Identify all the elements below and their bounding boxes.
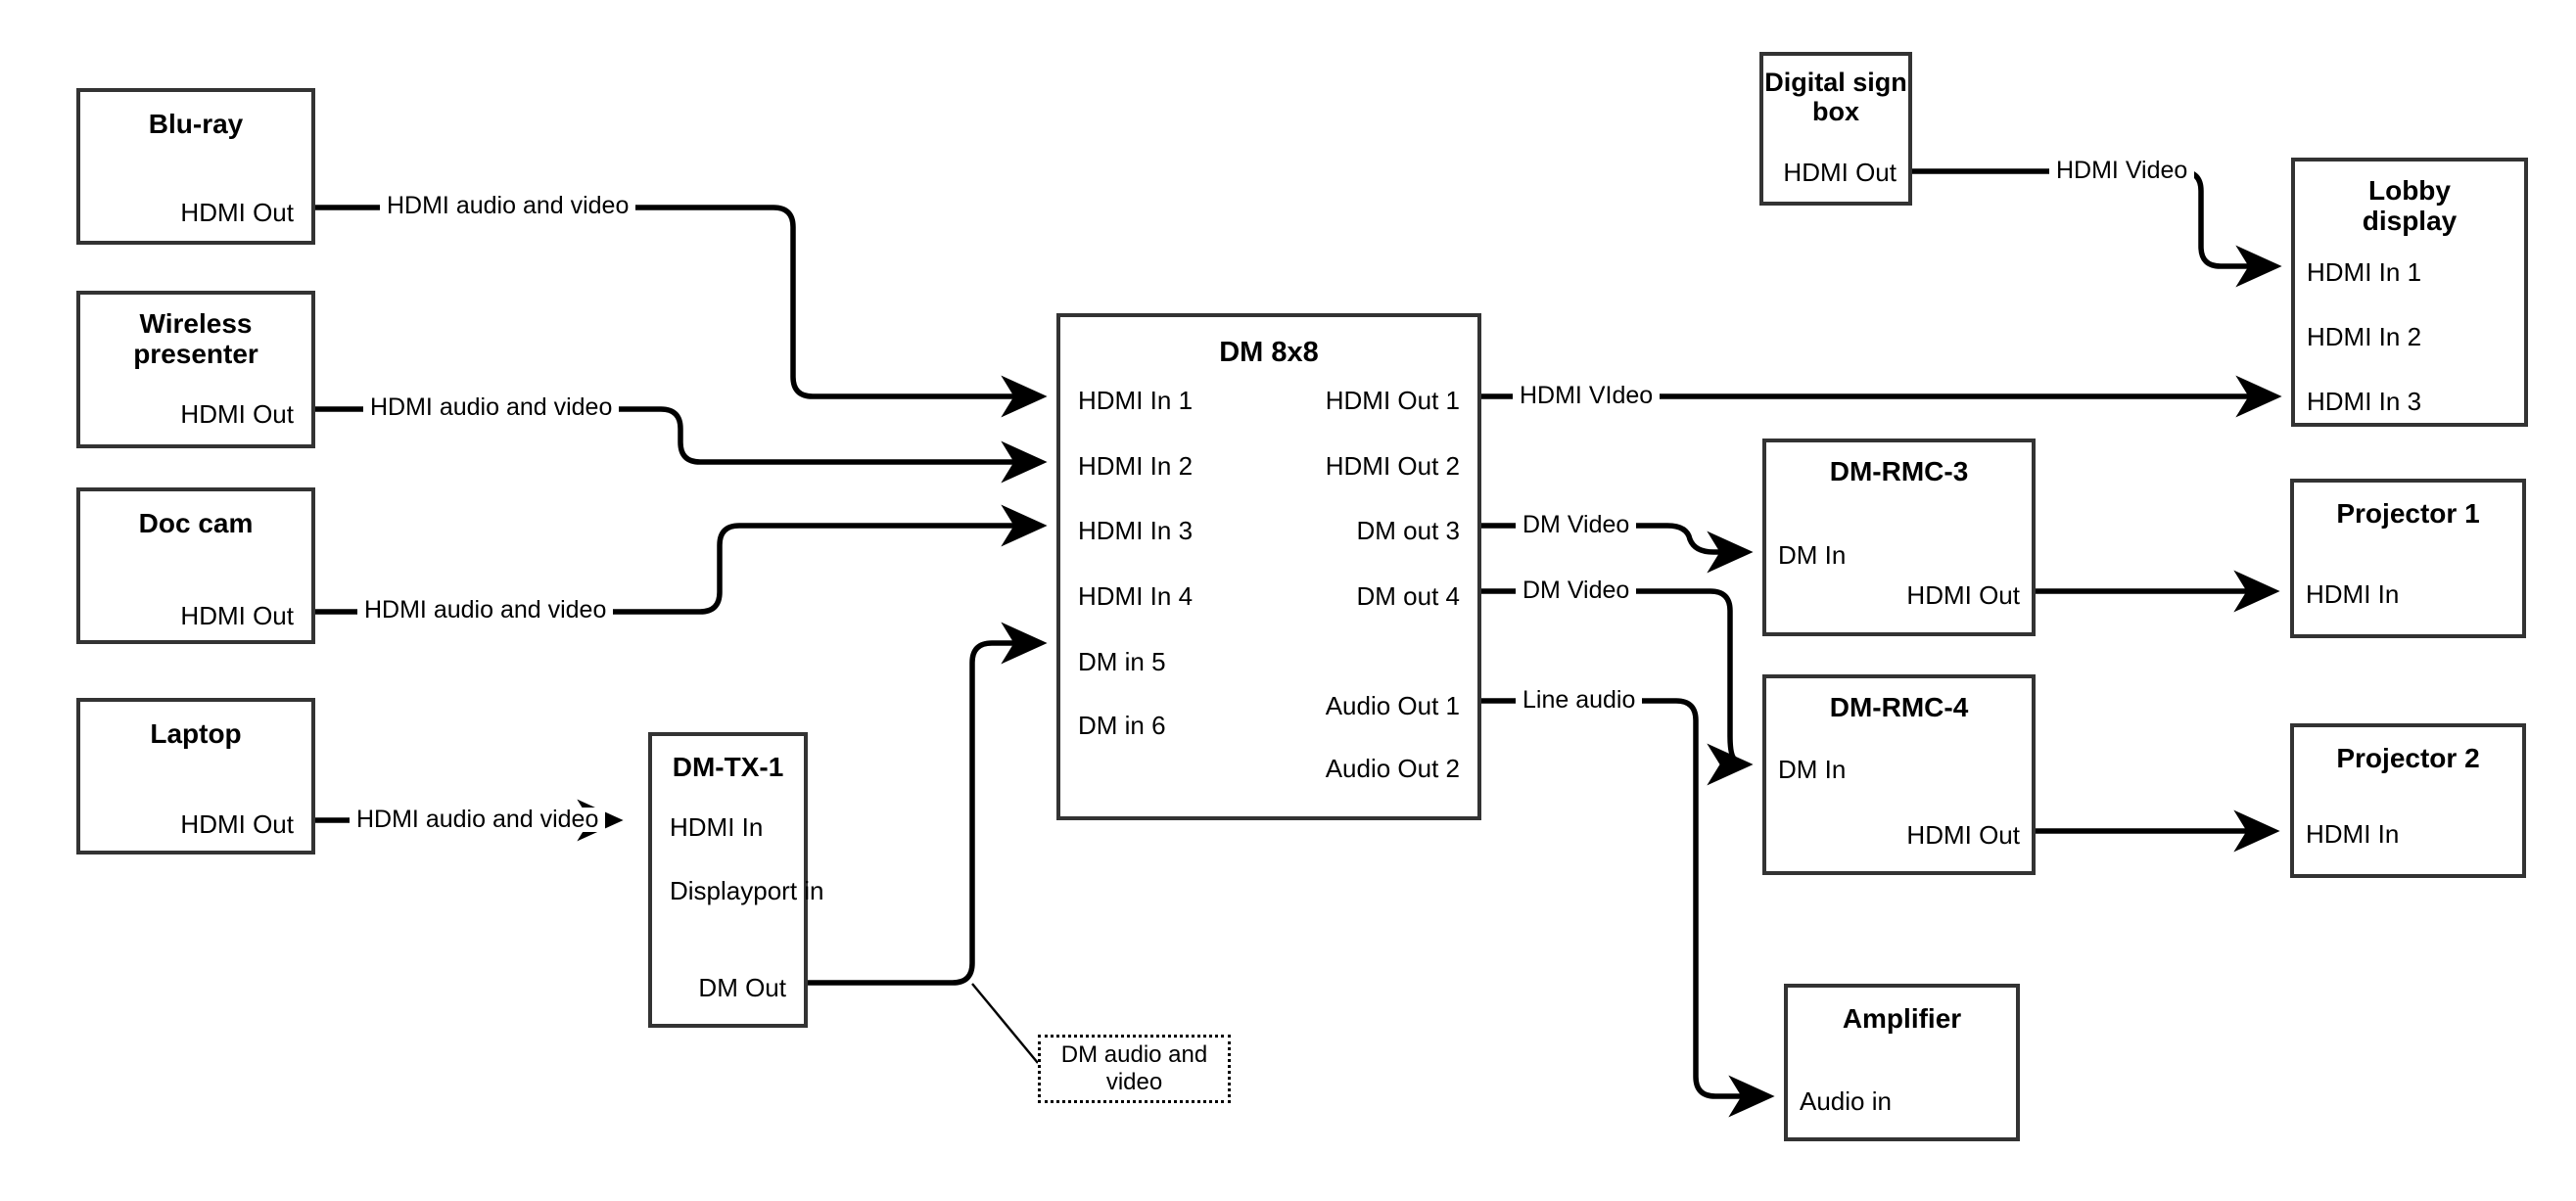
node-laptop-port-hdmi-out[interactable]: HDMI Out <box>180 809 294 839</box>
node-dm-tx-1-port-dm-out[interactable]: DM Out <box>698 973 786 1002</box>
node-bluray[interactable]: Blu-ray HDMI Out <box>76 88 315 245</box>
node-dm-8x8-input-dm-in-5[interactable]: DM in 5 <box>1078 647 1166 676</box>
node-dm-8x8-output-hdmi-out-2[interactable]: HDMI Out 2 <box>1325 451 1460 481</box>
node-amplifier[interactable]: Amplifier Audio in <box>1784 984 2020 1141</box>
node-dm-8x8-output-dm-out-4[interactable]: DM out 4 <box>1356 581 1461 611</box>
node-dm-rmc-3-port-dm-in[interactable]: DM In <box>1778 540 1847 570</box>
wire-wireless-to-dm8x8 <box>315 406 1048 484</box>
node-lobby-display-title: Lobby display <box>2362 175 2458 237</box>
edge-label-dmout4: DM Video <box>1516 578 1637 603</box>
edge-label-laptop: HDMI audio and video <box>350 808 606 832</box>
edge-label-audioout1: Line audio <box>1516 688 1643 713</box>
node-doc-cam-port-hdmi-out[interactable]: HDMI Out <box>180 601 294 630</box>
node-dm-rmc-3[interactable]: DM-RMC-3 DM In HDMI Out <box>1762 439 2036 636</box>
node-dm-8x8-output-hdmi-out-1[interactable]: HDMI Out 1 <box>1325 386 1460 415</box>
node-doc-cam-title: Doc cam <box>138 508 254 538</box>
node-amplifier-port-audio-in[interactable]: Audio in <box>1800 1086 1892 1116</box>
node-wireless-presenter-title: Wireless presenter <box>133 308 258 370</box>
node-dm-8x8-output-audio-out-1[interactable]: Audio Out 1 <box>1325 691 1460 720</box>
node-dm-rmc-3-title: DM-RMC-3 <box>1829 456 1969 486</box>
node-doc-cam[interactable]: Doc cam HDMI Out <box>76 487 315 644</box>
node-projector-2-title: Projector 2 <box>2336 743 2480 773</box>
wire-dm8x8-audio1-to-amp <box>1481 698 1775 1118</box>
node-projector-1[interactable]: Projector 1 HDMI In <box>2290 479 2526 638</box>
node-dm-tx-1[interactable]: DM-TX-1 HDMI In Displayport in DM Out <box>648 732 824 1028</box>
node-digital-sign-box-port-hdmi-out[interactable]: HDMI Out <box>1783 158 1897 187</box>
node-dm-rmc-3-port-hdmi-out[interactable]: HDMI Out <box>1906 580 2020 610</box>
wire-dm8x8-out3-to-rmc3 <box>1481 523 1754 574</box>
node-projector-2[interactable]: Projector 2 HDMI In <box>2290 723 2526 878</box>
node-dm-tx-1-port-displayport-in[interactable]: Displayport in <box>670 876 824 905</box>
edge-label-signbox: HDMI Video <box>2049 159 2195 183</box>
wire-signbox-to-lobby <box>1912 168 2282 288</box>
node-dm-tx-1-title: DM-TX-1 <box>672 752 784 782</box>
wire-dm8x8-out4-to-rmc4 <box>1481 588 1754 786</box>
node-dm-8x8-input-hdmi-in-1[interactable]: HDMI In 1 <box>1078 386 1194 415</box>
edge-label-dmout1: HDMI VIdeo <box>1513 384 1661 408</box>
node-projector-1-port-hdmi-in[interactable]: HDMI In <box>2306 579 2400 609</box>
edge-label-doccam: HDMI audio and video <box>357 598 614 623</box>
node-laptop-title: Laptop <box>150 718 242 749</box>
node-bluray-port-hdmi-out[interactable]: HDMI Out <box>180 198 294 227</box>
node-dm-tx-1-port-hdmi-in[interactable]: HDMI In <box>670 812 764 842</box>
node-laptop[interactable]: Laptop HDMI Out <box>76 698 315 855</box>
node-bluray-title: Blu-ray <box>148 109 244 139</box>
node-dm-8x8-output-audio-out-2[interactable]: Audio Out 2 <box>1325 754 1460 783</box>
edge-label-dmout3: DM Video <box>1516 513 1637 537</box>
callout-dm-audio-video: DM audio and video <box>1038 1035 1231 1103</box>
node-wireless-presenter[interactable]: Wireless presenter HDMI Out <box>76 291 315 448</box>
node-dm-rmc-4-port-dm-in[interactable]: DM In <box>1778 755 1847 784</box>
node-amplifier-title: Amplifier <box>1842 1003 1962 1034</box>
node-dm-8x8-input-dm-in-6[interactable]: DM in 6 <box>1078 711 1166 740</box>
node-dm-8x8-input-hdmi-in-2[interactable]: HDMI In 2 <box>1078 451 1194 481</box>
node-lobby-display-port-hdmi-in-2[interactable]: HDMI In 2 <box>2307 322 2422 351</box>
wire-bluray-to-dm8x8 <box>315 205 1048 418</box>
node-projector-2-port-hdmi-in[interactable]: HDMI In <box>2306 819 2400 849</box>
node-wireless-presenter-port-hdmi-out[interactable]: HDMI Out <box>180 399 294 429</box>
node-lobby-display-port-hdmi-in-3[interactable]: HDMI In 3 <box>2307 387 2422 416</box>
node-lobby-display[interactable]: Lobby display HDMI In 1 HDMI In 2 HDMI I… <box>2291 158 2528 427</box>
node-dm-8x8-title: DM 8x8 <box>1219 337 1319 368</box>
node-dm-rmc-4-title: DM-RMC-4 <box>1829 692 1969 722</box>
node-dm-8x8-output-dm-out-3[interactable]: DM out 3 <box>1356 516 1461 545</box>
node-dm-rmc-4-port-hdmi-out[interactable]: HDMI Out <box>1906 820 2020 850</box>
edge-label-bluray: HDMI audio and video <box>380 194 636 218</box>
node-projector-1-title: Projector 1 <box>2336 498 2480 529</box>
node-dm-8x8-input-hdmi-in-3[interactable]: HDMI In 3 <box>1078 516 1194 545</box>
callout-leader <box>971 983 1039 1064</box>
edge-label-wireless: HDMI audio and video <box>363 395 620 420</box>
node-dm-8x8-input-hdmi-in-4[interactable]: HDMI In 4 <box>1078 581 1194 611</box>
wire-doccam-to-dm8x8 <box>315 504 1048 615</box>
node-lobby-display-port-hdmi-in-1[interactable]: HDMI In 1 <box>2307 257 2422 287</box>
node-dm-8x8[interactable]: DM 8x8 HDMI In 1 HDMI In 2 HDMI In 3 HDM… <box>1056 313 1481 820</box>
wire-dmtx1-to-dm8x8 <box>808 622 1048 986</box>
node-dm-rmc-4[interactable]: DM-RMC-4 DM In HDMI Out <box>1762 674 2036 875</box>
node-digital-sign-box[interactable]: Digital sign box HDMI Out <box>1759 52 1912 206</box>
node-digital-sign-box-title: Digital sign box <box>1764 68 1907 127</box>
